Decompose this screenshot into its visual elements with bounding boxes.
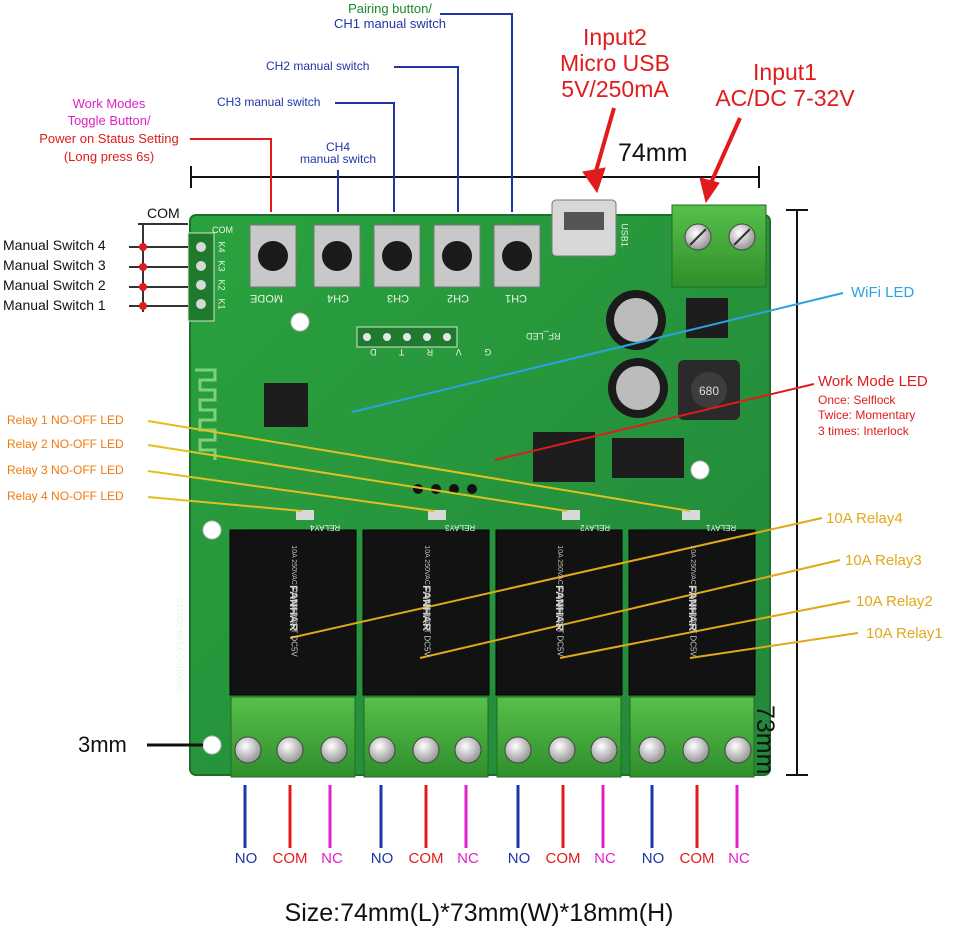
work-mode-twice: Twice: Momentary — [818, 408, 916, 422]
mode-button — [249, 224, 297, 288]
relay-silk-4: RELAY4 — [310, 522, 341, 532]
work-mode-three: 3 times: Interlock — [818, 424, 909, 438]
mode-label-line2: Toggle Button/ — [67, 113, 151, 128]
output-wires — [243, 785, 739, 848]
hole-dimension: 3mm — [78, 732, 127, 757]
height-dimension: 73mm — [751, 705, 779, 775]
mode-label-line3: Power on Status Setting — [39, 131, 179, 146]
relay1-label: 10A Relay1 — [866, 625, 943, 642]
relay1-led-label: Relay 1 NO-OFF LED — [7, 413, 124, 427]
ch4-button — [313, 224, 361, 288]
side-silk-k3: K3 — [216, 260, 227, 272]
usb-silk: USB1 — [619, 223, 630, 247]
manual-switch-4-label: Manual Switch 4 — [3, 237, 106, 253]
header-silk: G V R T D — [360, 346, 492, 357]
terminal-label-nc: NC — [457, 850, 479, 867]
input2-label-line3: 5V/250mA — [561, 76, 669, 102]
inductor-value: 680 — [699, 384, 719, 398]
terminal-label-nc: NC — [321, 850, 343, 867]
ch2-label: CH2 manual switch — [266, 59, 370, 73]
relay-specs-2: 10A 250VAC 15A 125VAC — [422, 545, 430, 627]
button-silk-ch2: CH2 — [447, 292, 470, 305]
tactile-buttons — [249, 224, 541, 288]
pcb-id-silk: 2880S2C-Y138-200110 — [175, 597, 186, 692]
terminal-label-nc: NC — [594, 850, 616, 867]
pairing-label-line1: Pairing button/ — [348, 1, 432, 16]
output-terminals — [230, 696, 755, 778]
relay-callouts — [289, 517, 859, 659]
terminal-label-com: COM — [408, 850, 444, 867]
button-silk-mode: MODE — [250, 292, 283, 305]
terminal-label-no: NO — [641, 850, 665, 867]
ch1-button — [493, 224, 541, 288]
input2-label-line2: Micro USB — [560, 50, 670, 76]
capacitors — [606, 290, 668, 418]
manual-switch-3-label: Manual Switch 3 — [3, 257, 106, 273]
relay-leds — [296, 510, 700, 520]
terminal-label-no: NO — [234, 850, 258, 867]
ch4-label-line2: manual switch — [299, 152, 377, 166]
micro-usb-port — [551, 199, 617, 257]
terminal-label-no: NO — [370, 850, 394, 867]
relay3-led-label: Relay 3 NO-OFF LED — [7, 463, 124, 477]
work-mode-once: Once: Selflock — [818, 393, 896, 407]
led-callouts — [147, 292, 844, 512]
relays — [229, 529, 756, 696]
input-terminal-block — [671, 204, 767, 288]
relay-silk-3: RELAY3 — [445, 522, 476, 532]
side-silk-k1: K1 — [216, 298, 227, 310]
button-callouts — [190, 13, 513, 212]
ch4-label-line1: CH4 — [325, 140, 350, 154]
mounting-hole — [202, 735, 222, 755]
manual-switch-dots — [139, 243, 147, 310]
com-label: COM — [147, 205, 180, 221]
work-mode-led-label: Work Mode LED — [818, 373, 928, 390]
relay-specs-1: 10A 250VAC 15A 125VAC — [289, 545, 297, 627]
side-silk-com: COM — [212, 225, 233, 235]
button-silk-ch3: CH3 — [387, 292, 410, 305]
serial-header — [356, 326, 458, 348]
terminal-label-com: COM — [545, 850, 581, 867]
side-pin-header — [187, 232, 215, 322]
terminal-label-com: COM — [679, 850, 715, 867]
terminal-label-com: COM — [272, 850, 308, 867]
side-silk-k2: K2 — [216, 279, 227, 291]
pairing-label-line2: CH1 manual switch — [334, 16, 446, 31]
input2-label-line1: Input2 — [583, 24, 647, 50]
input1-label-line1: Input1 — [753, 59, 817, 85]
button-silk-ch4: CH4 — [327, 292, 350, 305]
mode-label-line1: Work Modes — [72, 96, 146, 111]
relay-silk-2: RELAY2 — [580, 522, 611, 532]
ch2-button — [433, 224, 481, 288]
relay-specs-4: 10A 250VAC 15A 125VAC — [688, 545, 696, 627]
input1-label-line2: AC/DC 7-32V — [715, 85, 855, 111]
manual-switch-wires — [129, 223, 188, 312]
input-arrows — [582, 107, 742, 204]
ch3-label: CH3 manual switch — [217, 95, 321, 109]
size-caption: Size:74mm(L)*73mm(W)*18mm(H) — [284, 899, 674, 927]
relay-specs-3: 10A 250VAC 15A 125VAC — [555, 545, 563, 627]
mode-label-line4: (Long press 6s) — [63, 149, 155, 164]
rf-led-silk: RF_LED — [526, 330, 561, 341]
inductor: 680 — [678, 360, 740, 420]
relay2-led-label: Relay 2 NO-OFF LED — [7, 437, 124, 451]
button-silk-ch1: CH1 — [505, 292, 528, 305]
relay4-label: 10A Relay4 — [826, 510, 903, 527]
width-dimension: 74mm — [618, 139, 688, 167]
terminal-label-nc: NC — [728, 850, 750, 867]
ics — [264, 298, 728, 482]
ch3-button — [373, 224, 421, 288]
manual-switch-1-label: Manual Switch 1 — [3, 297, 106, 313]
manual-switch-2-label: Manual Switch 2 — [3, 277, 106, 293]
relay2-label: 10A Relay2 — [856, 593, 933, 610]
dimension-lines — [147, 166, 808, 776]
relay4-led-label: Relay 4 NO-OFF LED — [7, 489, 124, 503]
relay3-label: 10A Relay3 — [845, 552, 922, 569]
relay-silk-1: RELAY1 — [706, 522, 737, 532]
terminal-label-no: NO — [507, 850, 531, 867]
side-silk-k4: K4 — [216, 241, 227, 253]
wifi-led-label: WiFi LED — [851, 284, 915, 301]
